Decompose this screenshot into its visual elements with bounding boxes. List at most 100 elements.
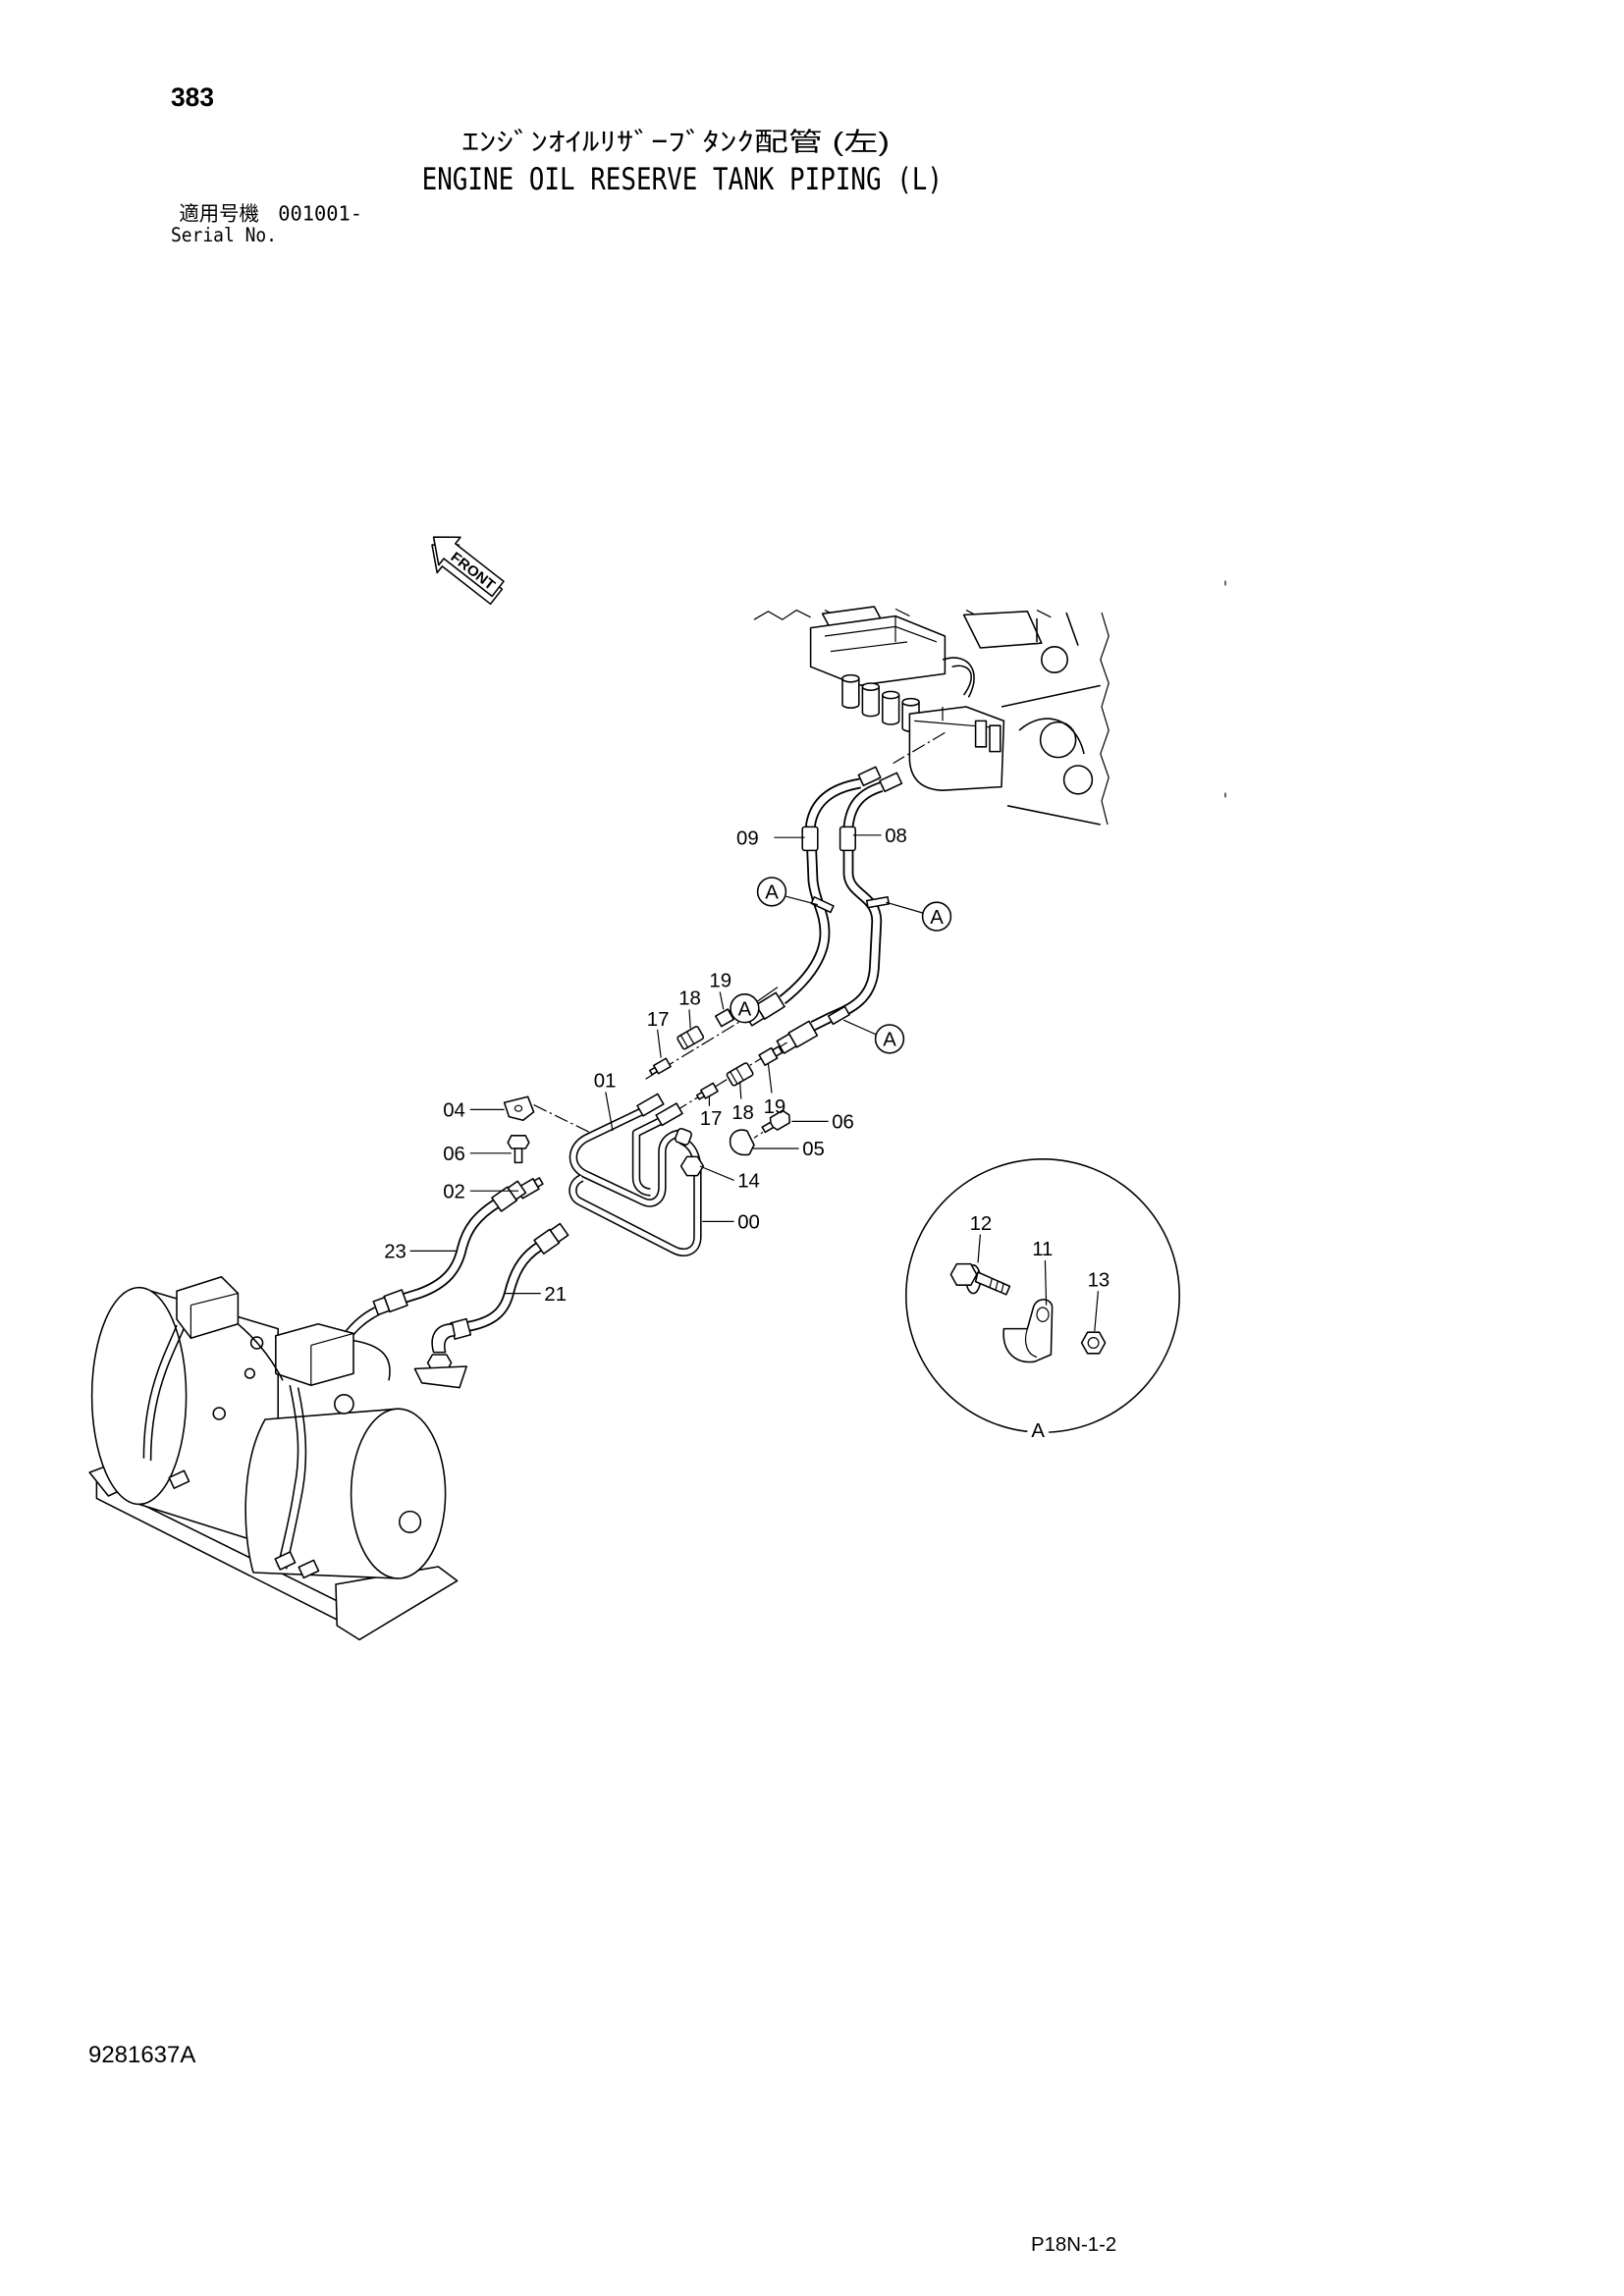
callout-00: 00 [737,1212,760,1234]
callout-a-2: A [930,907,944,929]
clamp-11-inner-loop [1024,1328,1038,1358]
leader-17-upper [657,1029,662,1058]
bolt-12-head [949,1262,978,1286]
front-arrow-body [432,536,505,598]
leader-19-upper [719,991,725,1010]
bolt-12-threads [989,1277,1004,1293]
leader-18-lower [739,1081,742,1099]
tank-fitting-2 [274,1551,297,1571]
clamp-band [827,1005,850,1026]
pipe-01-fill [570,1108,684,1206]
leader-12 [977,1234,981,1263]
clamps-and-bolts [503,1095,791,1200]
hose-09-sleeve [801,826,819,852]
callout-06-right: 06 [832,1112,854,1134]
fittings-lower-row [674,1041,787,1113]
pipe-01b-fill [633,1117,664,1196]
leader-a-4 [842,1019,876,1036]
valve-block-1-edges [189,1293,239,1339]
drawing-number: 9281637A [88,2042,195,2068]
bolt-06-right-shank [761,1121,775,1134]
hose-21-elbow [431,1323,456,1354]
mounting-plate [413,1365,467,1389]
callout-21: 21 [544,1284,567,1306]
callout-18-lower: 18 [731,1102,754,1124]
engine-assembly [753,606,1110,826]
callout-01: 01 [594,1071,617,1093]
valve-block-2 [275,1323,354,1386]
callout-05: 05 [802,1139,825,1160]
serial-label-japanese: 適用号機 [179,202,259,225]
sleeve-slot [679,1031,695,1048]
bolt-06-left-shank [514,1148,523,1164]
callout-a-circle-2 [921,901,952,932]
callout-14: 14 [737,1171,760,1193]
engine-port-centerline [893,731,946,765]
engine-pulley-1 [1039,721,1077,759]
clamp-04-centerline [533,1104,592,1134]
bolt-06-left-head [507,1135,530,1149]
callout-17-lower: 17 [700,1108,723,1130]
fitting-body [168,1469,190,1489]
leader-a-2 [886,901,923,914]
nut-13 [1080,1331,1107,1355]
header: 383 ｴﾝｼﾞﾝｵｲﾙﾘｻﾞｰﾌﾞﾀﾝｸ配管 (左) ENGINE OIL R… [171,82,943,246]
hose-08-sleeve [839,826,856,852]
callout-a-4: A [883,1030,896,1051]
clamp-04 [503,1095,535,1121]
canister-3 [882,694,900,725]
leader-lines [409,834,923,1295]
title-english: ENGINE OIL RESERVE TANK PIPING (L) [422,162,943,197]
connector-nut [655,1102,683,1127]
engine-pulley-2 [1062,765,1094,795]
fitting-17-lower [695,1082,719,1100]
title-japanese: ｴﾝｼﾞﾝｵｲﾙﾘｻﾞｰﾌﾞﾀﾝｸ配管 (左) [461,128,890,157]
callout-a-circle-3 [730,993,760,1024]
callout-19-lower: 19 [764,1096,786,1118]
clamp-11 [1002,1299,1054,1363]
hose-23-fill [399,1198,502,1304]
engine-boss [1041,646,1068,673]
detail-callout-12: 12 [970,1213,993,1235]
detail-callout-11: 11 [1032,1239,1053,1260]
end-nut [549,1222,569,1243]
engine-canisters [841,673,920,732]
pan-fitting-2 [989,724,1001,753]
clamp-05 [729,1129,755,1156]
nut-13-hex [1080,1331,1107,1355]
callout-19-upper: 19 [709,971,731,992]
leader-a-1 [785,895,818,906]
callout-a-circle-1 [756,877,787,907]
fitting-body [274,1551,297,1571]
clamp-11-body [1002,1299,1054,1363]
fitting-02-tip [533,1177,544,1188]
callout-a-3: A [738,998,752,1020]
leader-a-3 [757,987,779,1002]
hose-21 [413,1222,569,1389]
canister-1 [841,677,860,709]
callout-08: 08 [885,826,907,847]
hose-21-upper-fitting [533,1222,569,1255]
drain-plug [399,1510,422,1533]
bolt-12 [949,1262,1011,1296]
pipe-00-fill [569,1138,701,1255]
end-nut [372,1296,391,1316]
tank-hoses [142,1323,391,1570]
hose-08 [776,781,891,1054]
steel-pipes [568,1093,705,1256]
tank-port-2 [212,1407,226,1420]
hose-08-end-fitting [776,1020,819,1054]
engine-right-block [962,611,1043,649]
connector-nut [636,1093,665,1117]
fitting-nut [857,766,882,787]
bolt-12-shank [974,1271,1011,1296]
leader-01 [605,1092,614,1132]
hose-09-clamp [810,895,835,914]
engine-right-lines [1001,612,1101,826]
pipe-elbow [675,1128,692,1146]
canister-2-top [861,682,880,691]
front-arrow-icon: FRONT [431,536,505,606]
base-right-foot [335,1566,459,1641]
engine-fitting-09 [857,766,882,787]
leader-13 [1094,1291,1099,1332]
